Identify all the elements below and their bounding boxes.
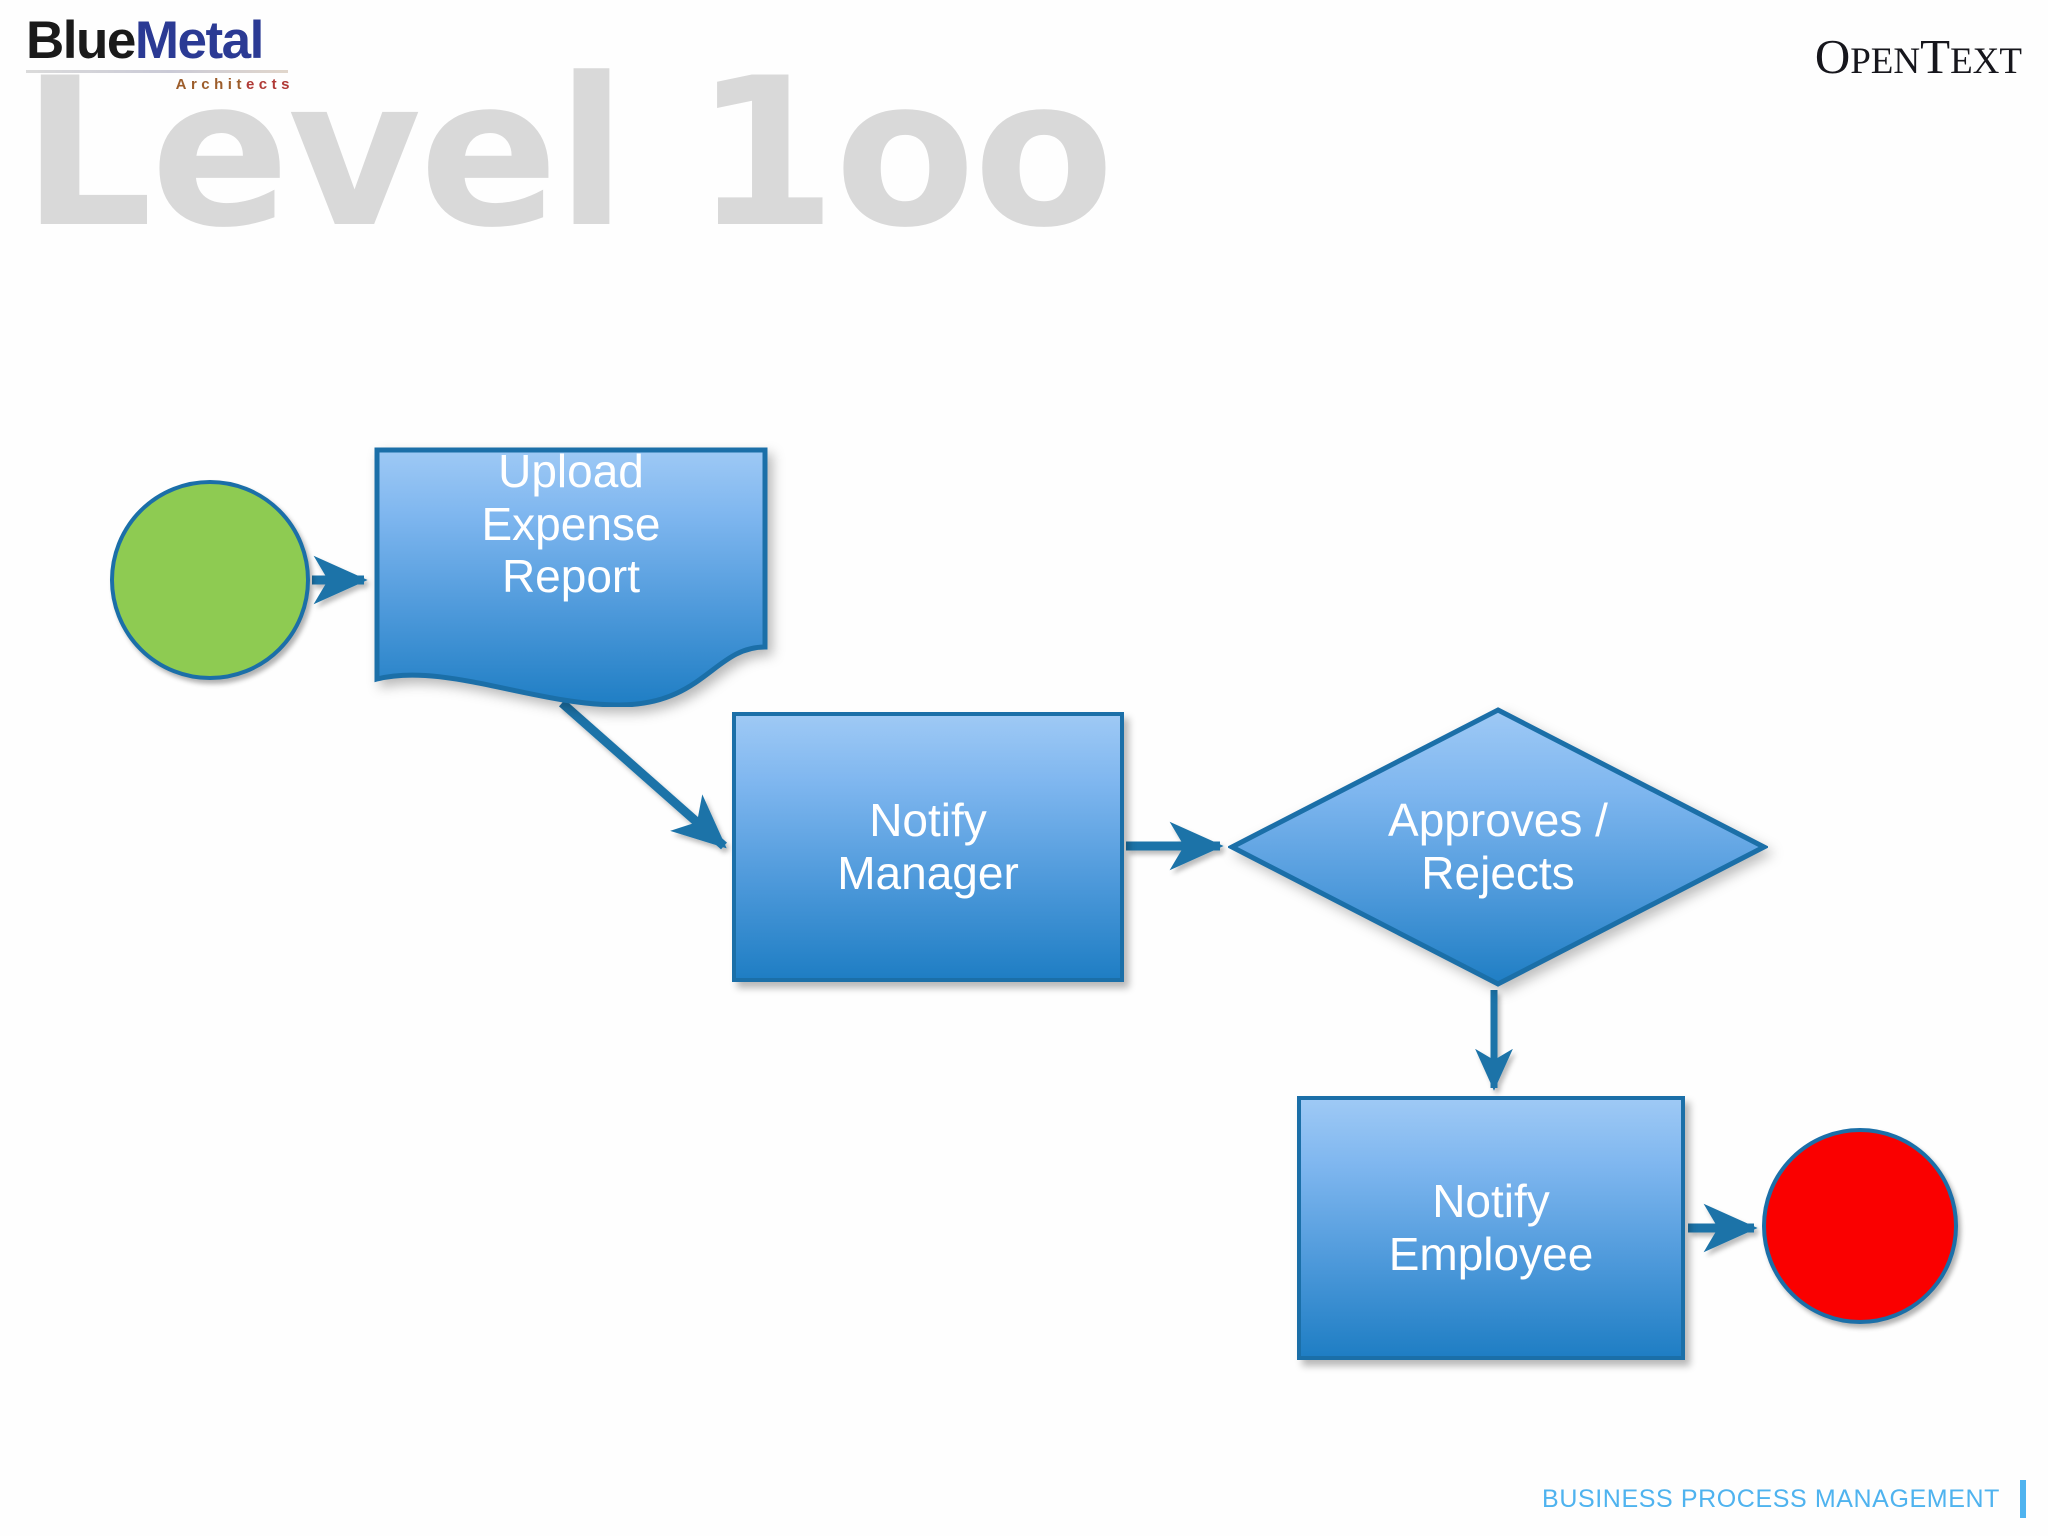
- bluemetal-wordmark: BlueMetal: [26, 14, 316, 67]
- flow-node-approves-rejects[interactable]: Approves / Rejects: [1228, 706, 1768, 988]
- bluemetal-logo: BlueMetal Architects: [26, 14, 316, 102]
- bluemetal-tagline: Architects: [26, 77, 294, 92]
- flow-node-notify-manager[interactable]: Notify Manager: [732, 712, 1124, 982]
- flow-node-notify-manager-label: Notify Manager: [837, 794, 1019, 899]
- flow-node-upload-expense-report[interactable]: Upload Expense Report: [374, 444, 768, 707]
- bluemetal-word-metal: Metal: [134, 11, 264, 70]
- flow-node-notify-employee[interactable]: Notify Employee: [1297, 1096, 1685, 1360]
- opentext-letter-o: O: [1814, 29, 1851, 84]
- opentext-letters-ext: EXT: [1950, 41, 2022, 82]
- edge-upload-to-notify-manager: [559, 699, 727, 850]
- flow-node-upload-label: Upload Expense Report: [481, 444, 661, 603]
- diamond-shape-icon: [1228, 707, 1768, 987]
- flow-node-notify-employee-label: Notify Employee: [1388, 1175, 1594, 1280]
- bluemetal-tagline-part1: Archit: [175, 76, 246, 93]
- bluemetal-tagline-part2: ects: [245, 76, 294, 93]
- footer-divider-bar: [2020, 1480, 2026, 1518]
- page-title: Level 1oo: [22, 35, 1114, 273]
- footer-label: BUSINESS PROCESS MANAGEMENT: [1542, 1484, 2000, 1513]
- flow-node-end[interactable]: [1762, 1128, 1958, 1324]
- opentext-letters-pen: PEN: [1850, 41, 1921, 82]
- opentext-logo: OPENTEXT: [1815, 28, 2022, 85]
- opentext-letter-t: T: [1920, 29, 1951, 84]
- flow-node-approves-rejects-label: Approves / Rejects: [1388, 794, 1608, 899]
- bluemetal-divider: [26, 70, 288, 73]
- flow-node-start[interactable]: [110, 480, 310, 680]
- footer: BUSINESS PROCESS MANAGEMENT: [1542, 1480, 2026, 1518]
- document-shape-icon: [374, 447, 768, 707]
- bluemetal-word-blue: Blue: [26, 11, 136, 70]
